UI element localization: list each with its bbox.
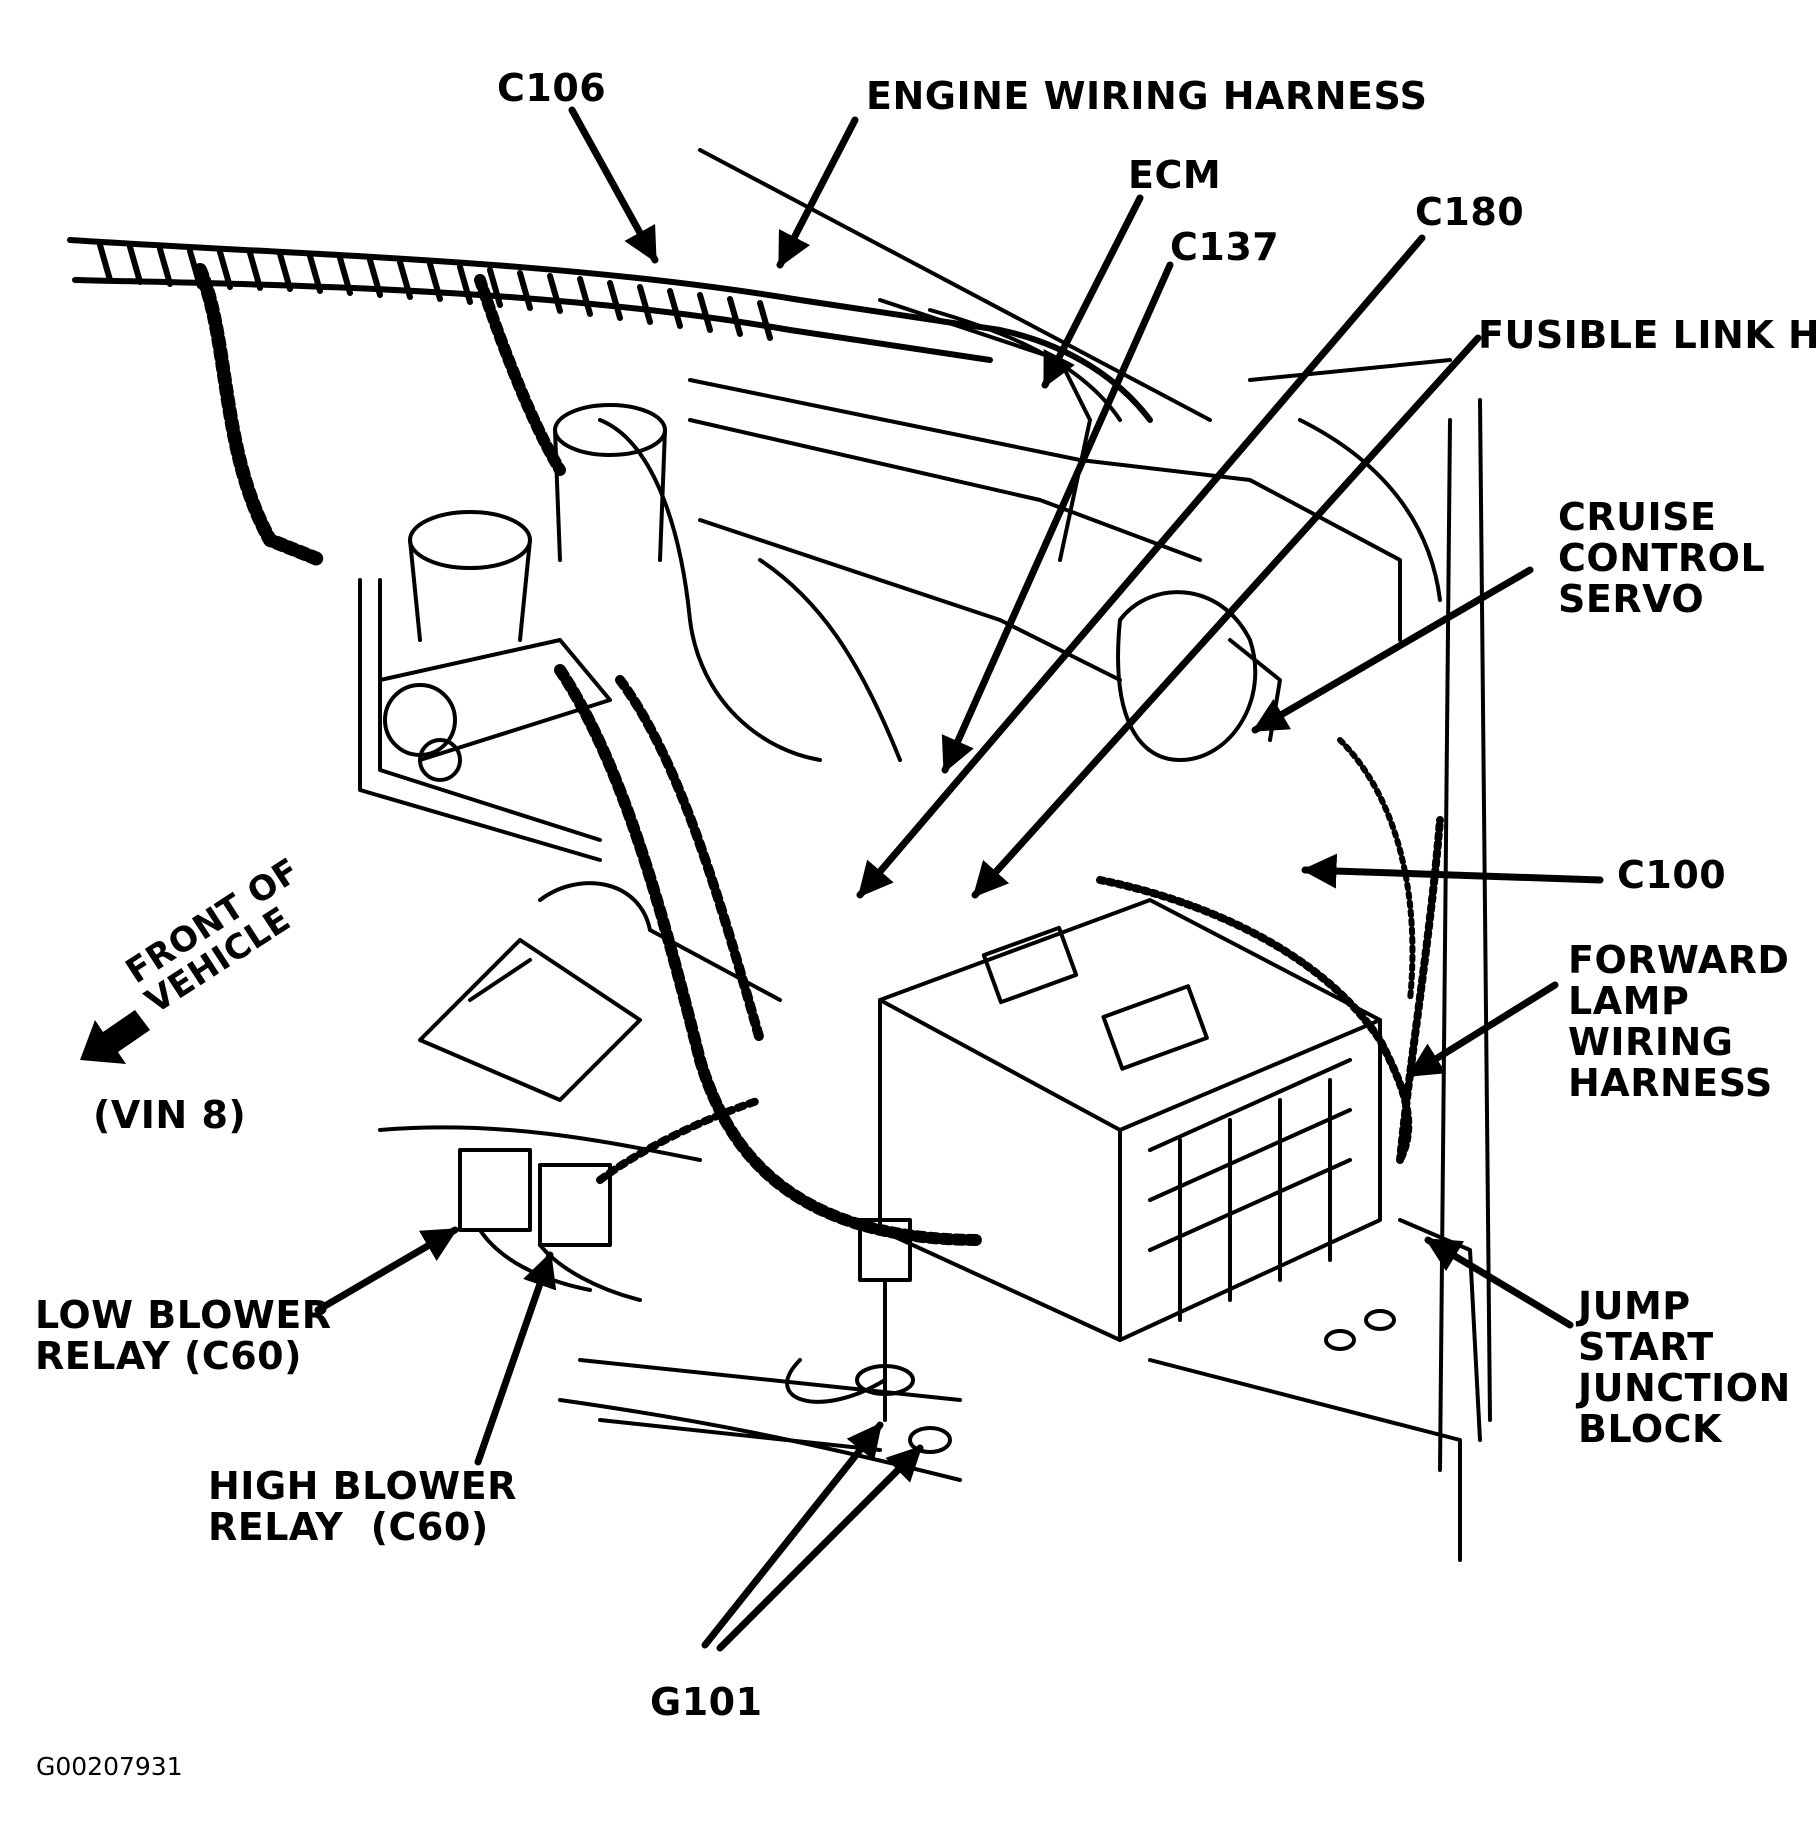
label-low-blower-relay: LOW BLOWER RELAY (C60) [35, 1293, 332, 1378]
figure-id: G00207931 [36, 1752, 183, 1781]
forward-lamp-harness [1096, 737, 1444, 1164]
engine-block [358, 358, 1492, 1472]
junction-block-body [878, 898, 1382, 1342]
ecm-module [698, 148, 1212, 562]
label-c106: C106 [497, 66, 607, 110]
ground-stud [558, 1218, 962, 1482]
arrow-fusible-link [971, 334, 1482, 899]
cruise-servo [1116, 590, 1282, 762]
master-cylinder [378, 403, 667, 782]
label-g101: G101 [650, 1680, 763, 1724]
arrow-c137 [941, 261, 1174, 774]
front-of-vehicle-arrow [80, 1010, 150, 1064]
label-jump-start-junction-block: JUMP START JUNCTION BLOCK [1578, 1284, 1791, 1451]
arrow-c106 [568, 106, 659, 264]
label-cruise-control-servo: CRUISE CONTROL SERVO [1558, 495, 1766, 621]
label-c100: C100 [1617, 853, 1727, 897]
center-harness [554, 664, 986, 1246]
label-c137: C137 [1170, 225, 1280, 269]
arrow-g101-a [701, 1421, 884, 1649]
arrow-high-blower [474, 1251, 557, 1466]
blower-relays [378, 1096, 764, 1302]
arrow-c180 [856, 234, 1426, 899]
arrow-ecm [1041, 194, 1144, 389]
label-high-blower-relay: HIGH BLOWER RELAY (C60) [208, 1464, 517, 1549]
label-c180: C180 [1415, 190, 1525, 234]
arrow-cruise-servo [1251, 566, 1534, 734]
engine-wiring-harness [67, 237, 1153, 567]
label-engine-wiring-harness: ENGINE WIRING HARNESS [866, 74, 1428, 118]
label-vin-8: (VIN 8) [93, 1093, 247, 1137]
label-forward-lamp-wiring-harness: FORWARD LAMP WIRING HARNESS [1568, 938, 1790, 1105]
arrow-low-blower [314, 1226, 459, 1314]
arrow-g101-b [716, 1444, 924, 1652]
arrow-forward-lamp [1406, 981, 1559, 1079]
arrow-jump-start [1424, 1236, 1574, 1329]
arrow-c100 [1301, 853, 1604, 889]
label-fusible-link-h: FUSIBLE LINK H [1478, 313, 1816, 357]
label-ecm: ECM [1128, 153, 1222, 197]
arrow-engine-harness [776, 116, 859, 269]
fender-lines [578, 1218, 1482, 1562]
